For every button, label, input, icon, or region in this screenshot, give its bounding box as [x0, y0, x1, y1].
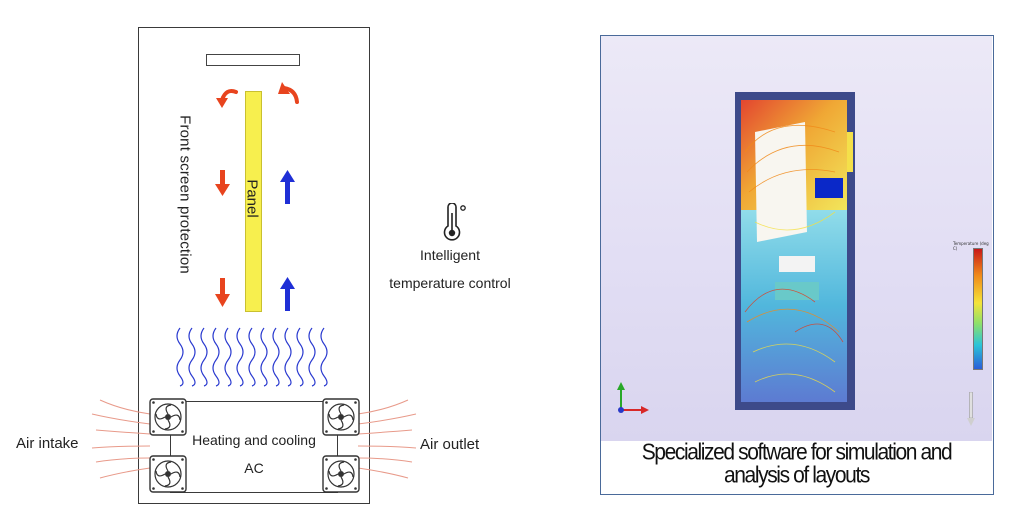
temperature-label-line1: Intelligent — [420, 247, 480, 263]
simulated-cabinet — [735, 92, 855, 410]
axes-triad-icon — [617, 382, 649, 414]
panel-bar — [245, 91, 262, 312]
temperature-label-line2: temperature control — [389, 275, 511, 291]
ac-unit-box — [170, 401, 338, 493]
caption-line2: analysis of layouts — [724, 463, 870, 488]
probe-icon — [967, 392, 975, 426]
ac-subtitle: AC — [244, 460, 264, 476]
fan-icon — [322, 455, 360, 493]
air-intake-label: Air intake — [16, 435, 79, 452]
thermometer-celsius-icon — [443, 203, 466, 241]
top-vent-slot — [206, 54, 300, 66]
temperature-legend-bar — [973, 248, 983, 370]
ac-title: Heating and cooling — [192, 432, 316, 448]
caption-line1: Specialized software for simulation and — [641, 440, 953, 465]
fan-icon — [149, 455, 187, 493]
simulation-scene: Temperature (deg C) — [601, 36, 992, 441]
fan-icon — [322, 398, 360, 436]
simulation-image-frame: Temperature (deg C) Specialized software… — [600, 35, 994, 495]
air-outlet-label: Air outlet — [420, 436, 480, 453]
panel-label: Panel — [243, 179, 261, 218]
front-screen-protection-label: Front screen protection — [176, 115, 194, 274]
legend-title: Temperature (deg C) — [953, 241, 989, 251]
fan-icon — [149, 398, 187, 436]
